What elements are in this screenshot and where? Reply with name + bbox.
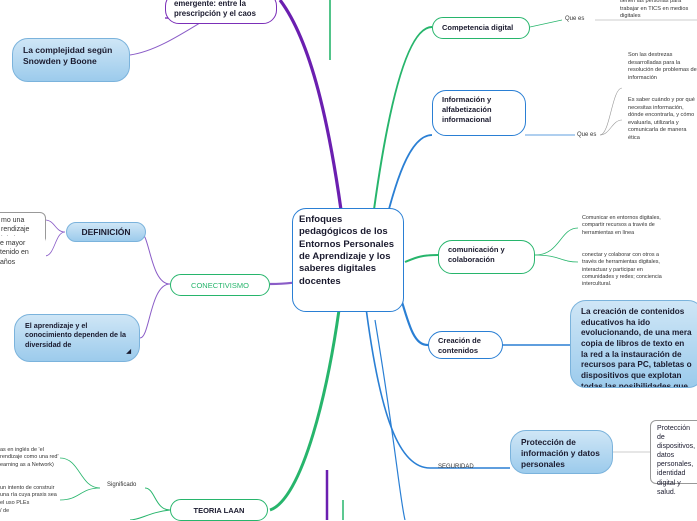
complejidad-label: La complejidad según Snowden y Boone xyxy=(23,45,113,67)
connector-bottom-right xyxy=(374,319,406,520)
connector-conectivismo-sub xyxy=(139,231,171,285)
competencia-detail: tienen las personas para trabajar en TIC… xyxy=(620,0,697,21)
connector-creacion xyxy=(398,294,429,347)
teoria-item-1-text: as en inglés de 'el rendizaje como una r… xyxy=(0,447,59,468)
informacion-detail-1-text: Son las destrezas desarrolladas para la … xyxy=(628,52,697,81)
connector-comunicacion-out2 xyxy=(534,254,579,263)
connector-conectivismo-sub2 xyxy=(139,283,171,339)
seguridad-detail-text: Protección de dispositivos, datos person… xyxy=(657,425,696,496)
definicion-item-2[interactable]: e mayor tenido en años xyxy=(0,236,46,276)
connector-definicion-b xyxy=(44,231,66,257)
competencia-detail-text: tienen las personas para trabajar en TIC… xyxy=(620,0,689,20)
teoria-connector-label: Significado xyxy=(107,482,137,488)
teoria-item-3-text: / de xyxy=(0,508,10,514)
connector-competencia-out xyxy=(529,19,563,28)
top-fragment-node[interactable]: emergente: entre la prescripción y el ca… xyxy=(165,0,277,24)
connector-comunicacion-out xyxy=(534,227,579,256)
central-topic-label: Enfoques pedagógicos de los Entornos Per… xyxy=(299,214,395,287)
teoria-label: TEORIA LAAN xyxy=(193,506,245,515)
expand-triangle-icon[interactable]: ◢ xyxy=(126,349,131,356)
teoria-item-3: / de xyxy=(0,508,20,515)
teoria-item-1: as en inglés de 'el rendizaje como una r… xyxy=(0,447,60,469)
connector-comunicacion xyxy=(404,254,439,263)
connector-seguridad xyxy=(364,299,431,469)
informacion-node[interactable]: Información y alfabetización informacion… xyxy=(432,90,526,136)
informacion-connector-label: Que es xyxy=(577,132,597,138)
comunicacion-detail-2: conectar y colaborar con otros a través … xyxy=(582,252,672,288)
creacion-detail[interactable]: La creación de contenidos educativos ha … xyxy=(570,300,697,388)
connector-definicion-a xyxy=(44,219,66,233)
comunicacion-node[interactable]: comunicación y colaboración xyxy=(438,240,535,274)
definicion-node[interactable]: DEFINICIÓN xyxy=(66,222,146,242)
conectivismo-label: CONECTIVISMO xyxy=(191,281,249,290)
creacion-detail-text: La creación de contenidos educativos ha … xyxy=(581,307,692,388)
comunicacion-detail-2-text: conectar y colaborar con otros a través … xyxy=(582,252,662,288)
connector-purple-top xyxy=(278,0,347,241)
connector-teoria-significado xyxy=(59,457,101,489)
top-fragment-label: emergente: entre la prescripción y el ca… xyxy=(174,0,256,19)
teoria-node[interactable]: TEORIA LAAN xyxy=(170,499,268,521)
teoria-item-2: un intento de construir una ría cuya pra… xyxy=(0,485,62,507)
conectivismo-node[interactable]: CONECTIVISMO xyxy=(170,274,270,296)
seguridad-detail[interactable]: Protección de dispositivos, datos person… xyxy=(650,420,697,496)
informacion-detail-2: Es saber cuándo y por qué necesitas info… xyxy=(628,97,697,142)
definicion-item-2-text: e mayor tenido en años xyxy=(0,240,29,266)
aprendizaje-label: El aprendizaje y el conocimiento depende… xyxy=(25,321,127,349)
competencia-label: Competencia digital xyxy=(442,23,514,32)
comunicacion-label: comunicación y colaboración xyxy=(448,245,505,264)
informacion-detail-1: Son las destrezas desarrolladas para la … xyxy=(628,52,697,82)
connector-bottom-left xyxy=(129,509,171,520)
informacion-label: Información y alfabetización informacion… xyxy=(442,95,492,124)
seguridad-connector-label: SEGURIDAD xyxy=(438,464,474,470)
seguridad-label: Protección de información y datos person… xyxy=(521,437,600,469)
creacion-node[interactable]: Creación de contenidos xyxy=(428,331,503,359)
seguridad-node[interactable]: Protección de información y datos person… xyxy=(510,430,613,474)
teoria-item-2-text: un intento de construir una ría cuya pra… xyxy=(0,485,57,506)
competencia-connector-label: Que es xyxy=(565,16,585,22)
central-topic[interactable]: Enfoques pedagógicos de los Entornos Per… xyxy=(292,208,404,312)
aprendizaje-node[interactable]: El aprendizaje y el conocimiento depende… xyxy=(14,314,140,362)
comunicacion-detail-1-text: Comunicar en entornos digitales, compart… xyxy=(582,215,661,236)
connector-competencia xyxy=(369,26,433,241)
connector-teoria-significado2 xyxy=(59,487,101,501)
connector-teoria-sub xyxy=(144,487,171,511)
connector-informacion-d1 xyxy=(599,87,623,136)
connector-informacion-d2 xyxy=(599,119,623,136)
competencia-node[interactable]: Competencia digital xyxy=(432,17,530,39)
comunicacion-detail-1: Comunicar en entornos digitales, compart… xyxy=(582,215,666,237)
creacion-label: Creación de contenidos xyxy=(438,336,481,355)
complejidad-node[interactable]: La complejidad según Snowden y Boone xyxy=(12,38,130,82)
informacion-detail-2-text: Es saber cuándo y por qué necesitas info… xyxy=(628,97,695,141)
definicion-label: DEFINICIÓN xyxy=(81,227,131,237)
connector-teoria xyxy=(269,261,347,512)
